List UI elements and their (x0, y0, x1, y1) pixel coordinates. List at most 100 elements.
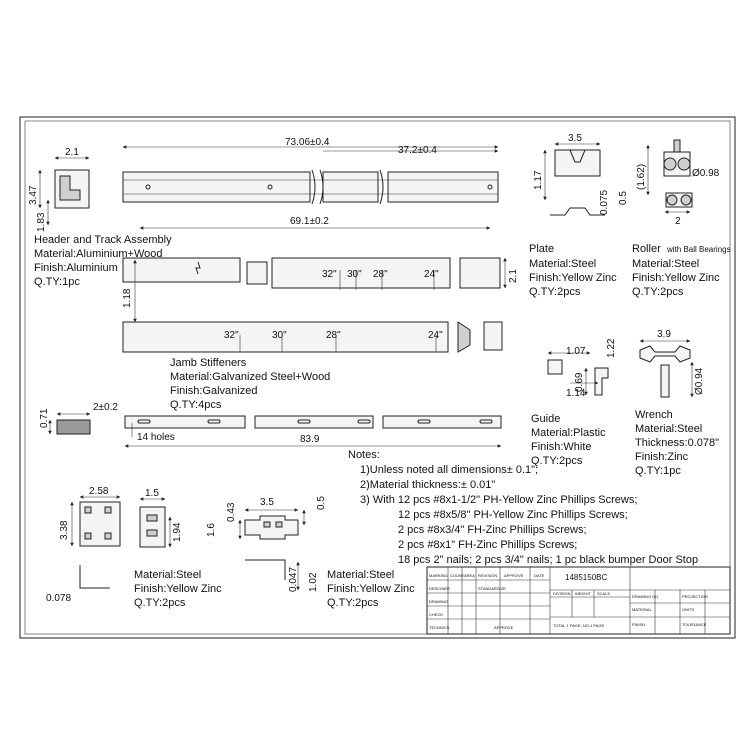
guide-material: Material:Plastic (531, 427, 606, 439)
track-half-length: 37.2±0.4 (398, 145, 437, 156)
bracket-a-material: Material:Steel (134, 569, 201, 581)
jamb-bottom-mark-3: 28" (326, 330, 341, 341)
jamb-title: Jamb Stiffeners (170, 357, 247, 369)
plate-material: Material:Steel (529, 258, 596, 270)
tb-drawing-number: 1485150BC (565, 573, 607, 582)
note-line-6: 2 pcs #8x1" FH-Zinc Phillips Screws; (398, 539, 577, 551)
plate-drawing (543, 142, 605, 216)
tb-approve-2: APPROVE (494, 625, 514, 630)
bracket-a-thickness-dim: 0.078 (46, 593, 71, 604)
note-line-5: 2 pcs #8x3/4" FH-Zinc Phillips Screws; (398, 524, 587, 536)
track-height-dim: 3.47 (28, 185, 39, 205)
wrench-qty: Q.TY:1pc (635, 465, 681, 477)
roller-title: Roller (632, 243, 661, 255)
roller-finish: Finish:Yellow Zinc (632, 272, 720, 284)
title-block (426, 566, 731, 635)
header-track-material: Material:Aluminium+Wood (34, 248, 163, 260)
jamb-bottom-mark-4: 24" (428, 330, 443, 341)
tb-check: CHECK (429, 612, 443, 617)
bracket-b-width-dim: 3.5 (260, 497, 274, 508)
guide-finish: Finish:White (531, 441, 592, 453)
bracket-b-material: Material:Steel (327, 569, 394, 581)
wood-strip-section (48, 412, 91, 435)
header-track-finish: Finish:Aluminium (34, 262, 118, 274)
wrench-material: Material:Steel (635, 423, 702, 435)
strip-height-dim: 0.71 (39, 408, 50, 428)
track-total-length: 73.06±0.4 (285, 137, 330, 148)
guide-height2-dim: 0.69 (574, 372, 585, 392)
strip-length-dim: 83.9 (300, 434, 320, 445)
guide-qty: Q.TY:2pcs (531, 455, 583, 467)
jamb-top-mark-4: 24" (424, 269, 439, 280)
plate-height-dim: 1.17 (533, 170, 544, 190)
bracket-b-height-dim: 1.6 (206, 523, 217, 537)
jamb-finish: Finish:Galvanized (170, 385, 257, 397)
jamb-top-mark-1: 32" (322, 269, 337, 280)
note-line-2: 2)Material thickness:± 0.01" (360, 479, 495, 491)
plate-height2-dim: 0.5 (618, 191, 629, 205)
bracket-a-height-dim: 3.38 (59, 520, 70, 540)
bracket-b-height2-dim: 0.43 (226, 502, 237, 522)
roller-height-dim: (1.62) (636, 164, 647, 190)
roller-drawing (646, 139, 693, 214)
notes-block: Notes: 1)Unless noted all dimensions± 0.… (348, 449, 698, 566)
tb-weight: WEIGHT (575, 591, 592, 596)
jamb-left-height-dim: 1.18 (122, 288, 133, 308)
roller-note: with Ball Bearings (666, 245, 731, 254)
roller-width-dim: 2 (675, 216, 681, 227)
track-height2-dim: 1.83 (36, 212, 47, 232)
guide-title: Guide (531, 413, 560, 425)
plate-thickness-dim: 0.075 (599, 190, 610, 215)
wrench-drawing (639, 339, 694, 398)
strip-holes-label: 14 holes (137, 432, 175, 443)
bracket-b-height3-dim: 0.5 (316, 496, 327, 510)
tb-drawing-no-label: DRAWING NO. (632, 594, 659, 599)
tb-designer: DESIGNER (429, 586, 450, 591)
tb-division: DIVISION (553, 591, 571, 596)
wrench-title: Wrench (635, 409, 673, 421)
tb-marking: MARKING (429, 573, 448, 578)
jamb-bottom-assembly (122, 321, 503, 353)
jamb-top-assembly (122, 257, 507, 323)
tb-standardize: STANDARDIZE (478, 586, 506, 591)
tb-finish: FINISH (632, 622, 645, 627)
jamb-qty: Q.TY:4pcs (170, 399, 222, 411)
tb-approve-1: APPROVE (504, 573, 524, 578)
jamb-bottom-mark-1: 32" (224, 330, 239, 341)
tb-date: DATE (534, 573, 545, 578)
track-inner-length: 69.1±0.2 (290, 216, 329, 227)
jamb-top-mark-2: 30" (347, 269, 362, 280)
jamb-bottom-mark-2: 30" (272, 330, 287, 341)
bracket-b-finish: Finish:Yellow Zinc (327, 583, 415, 595)
tb-area: AREA (464, 573, 475, 578)
bracket-a-height2-dim: 1.94 (172, 522, 183, 542)
tb-revision: REVISION (478, 573, 497, 578)
bracket-a-finish: Finish:Yellow Zinc (134, 583, 222, 595)
notes-title: Notes: (348, 449, 380, 461)
tb-drawing: DRAWING (429, 599, 448, 604)
tb-projection: PROJECTION (682, 594, 708, 599)
wrench-width-dim: 3.9 (657, 329, 671, 340)
jamb-right-height-dim: 2.1 (508, 269, 519, 283)
wrench-height-dim: Ø0.94 (694, 367, 705, 395)
header-track-title: Header and Track Assembly (34, 234, 172, 246)
tb-units: UNITS (682, 607, 694, 612)
guide-height-dim: 1.22 (606, 338, 617, 358)
tb-technics: TECHNICS (429, 625, 450, 630)
note-line-3: 3) With 12 pcs #8x1-1/2" PH-Yellow Zinc … (360, 494, 637, 506)
tb-material: MATERIAL (632, 607, 652, 612)
bracket-a-qty: Q.TY:2pcs (134, 597, 186, 609)
note-line-1: 1)Unless noted all dimensions± 0.1"; (360, 464, 538, 476)
roller-material: Material:Steel (632, 258, 699, 270)
bracket-a-width-dim: 2.58 (89, 486, 109, 497)
strip-width-dim: 2±0.2 (93, 402, 118, 413)
wrench-finish: Finish:Zinc (635, 451, 689, 463)
roller-diameter-dim: Ø0.98 (692, 168, 720, 179)
bracket-a-width2-dim: 1.5 (145, 488, 159, 499)
header-track-profile (38, 156, 90, 226)
jamb-top-mark-3: 28" (373, 269, 388, 280)
wrench-thickness: Thickness:0.078" (635, 437, 719, 449)
roller-qty: Q.TY:2pcs (632, 286, 684, 298)
header-track-rail (122, 145, 499, 230)
